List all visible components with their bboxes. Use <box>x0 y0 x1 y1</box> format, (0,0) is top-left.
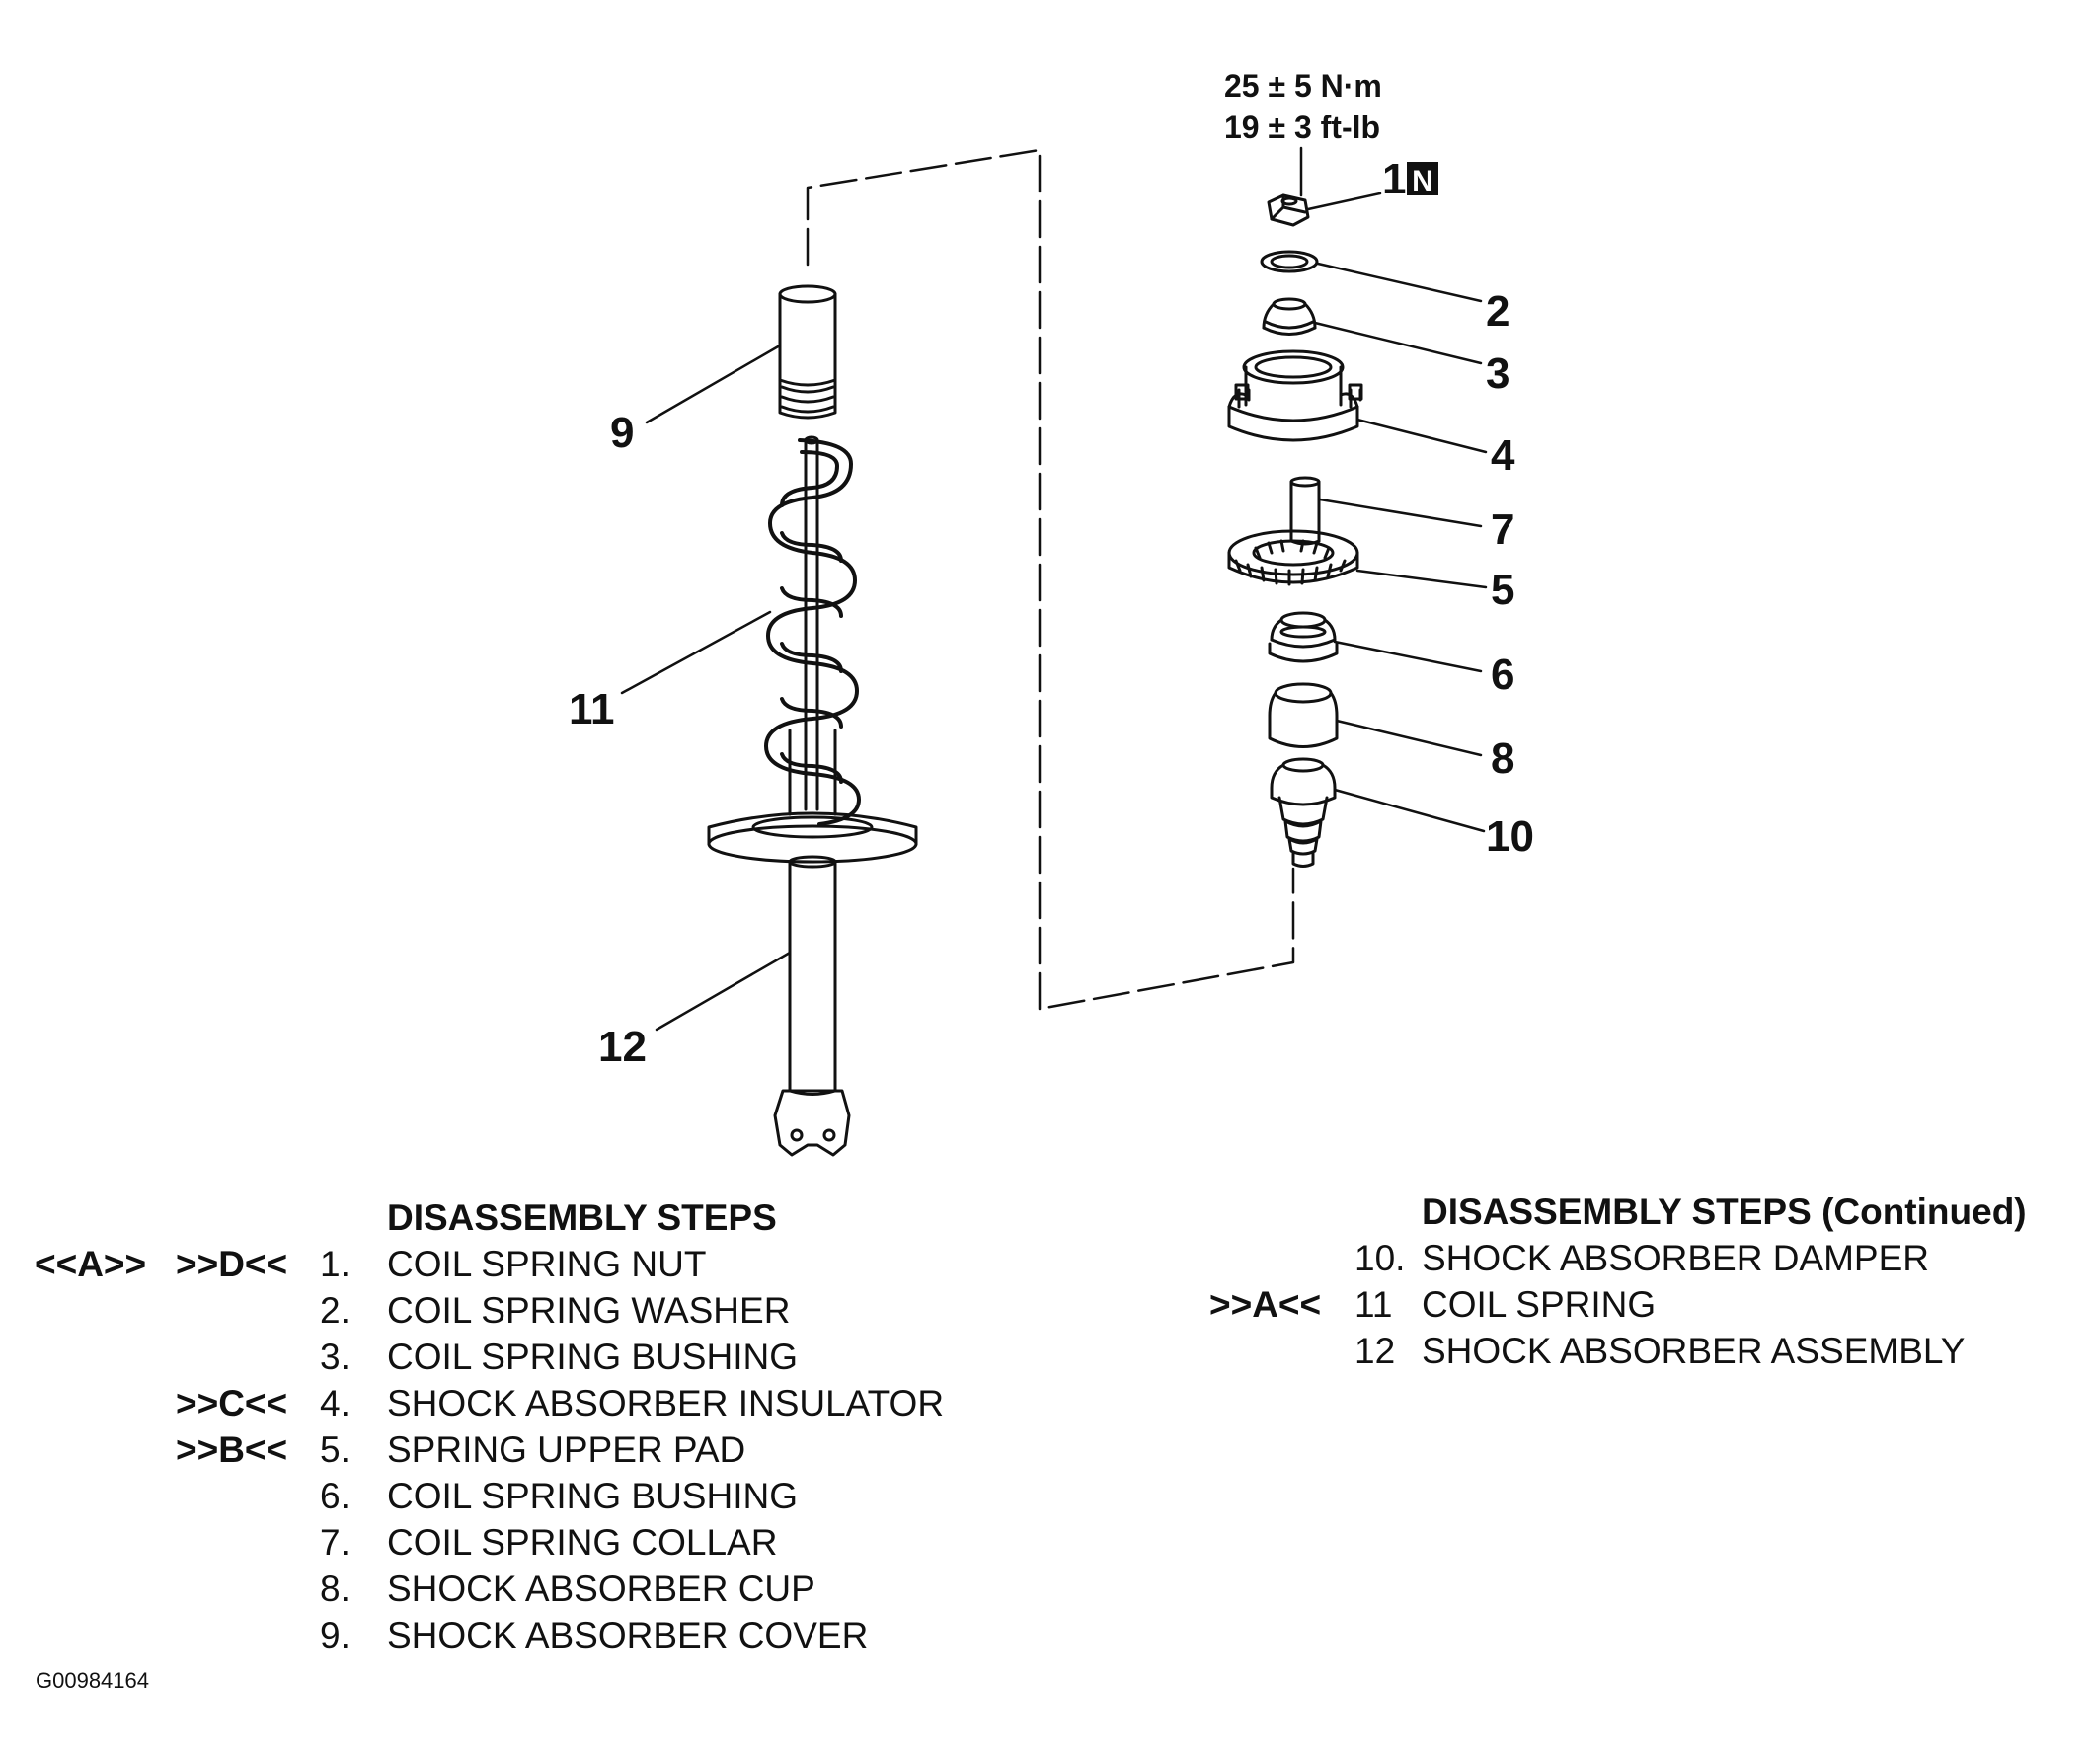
figure-id: G00984164 <box>36 1668 149 1693</box>
callout-2: 2 <box>1486 287 1509 336</box>
callout-5: 5 <box>1491 566 1514 614</box>
step-number: 6. <box>320 1476 350 1516</box>
step-name: SHOCK ABSORBER COVER <box>387 1615 869 1655</box>
callout-7: 7 <box>1491 505 1514 554</box>
step-name: SPRING UPPER PAD <box>387 1429 746 1470</box>
step-number: 1. <box>320 1244 350 1284</box>
step-number: 3. <box>320 1337 350 1377</box>
coil-spring-nut-part <box>1267 193 1310 227</box>
service-ref-a: >>A<< <box>1209 1284 1322 1325</box>
shock-absorber-insulator-part <box>1227 349 1363 442</box>
disassembly-steps-list: DISASSEMBLY STEPS <<A>> >>D<< 1. COIL SP… <box>0 1194 1086 1668</box>
step-name: SHOCK ABSORBER INSULATOR <box>387 1383 945 1423</box>
step-number: 12 <box>1354 1331 1396 1371</box>
step-number: 2. <box>320 1290 350 1331</box>
shock-absorber-cup-part <box>1268 682 1339 748</box>
step-name: SHOCK ABSORBER CUP <box>387 1569 815 1609</box>
step-number: 8. <box>320 1569 350 1609</box>
coil-spring-bushing-lower-part <box>1268 611 1339 663</box>
exploded-view-diagram: 25 ± 5 N·m 19 ± 3 ft-lb 1 N 2 3 4 5 6 7 … <box>569 68 1534 1157</box>
coil-spring-bushing-upper-part <box>1262 297 1317 336</box>
service-ref-d: >>D<< <box>176 1244 288 1284</box>
shock-absorber-assembly-part <box>707 435 918 1157</box>
shock-absorber-damper-part <box>1270 757 1337 868</box>
steps-continued-title: DISASSEMBLY STEPS (Continued) <box>1422 1191 2027 1232</box>
step-name: COIL SPRING <box>1422 1284 1657 1325</box>
step-name: COIL SPRING BUSHING <box>387 1476 798 1516</box>
callout-10: 10 <box>1486 812 1534 861</box>
shock-absorber-cover-part <box>778 284 837 420</box>
step-name: SHOCK ABSORBER DAMPER <box>1422 1238 1930 1278</box>
service-ref-a: <<A>> <box>35 1244 147 1284</box>
step-number: 11 <box>1354 1284 1393 1325</box>
disassembly-steps-continued-list: DISASSEMBLY STEPS (Continued) 10. SHOCK … <box>1086 1189 2089 1386</box>
step-number: 9. <box>320 1615 350 1655</box>
steps-title: DISASSEMBLY STEPS <box>387 1197 777 1238</box>
step-name: SHOCK ABSORBER ASSEMBLY <box>1422 1331 1966 1371</box>
step-name: COIL SPRING COLLAR <box>387 1522 778 1563</box>
torque-imperial: 19 ± 3 ft-lb <box>1224 110 1380 145</box>
callout-4: 4 <box>1491 431 1515 480</box>
callout-12: 12 <box>598 1023 647 1071</box>
spring-upper-pad-part <box>1227 529 1359 586</box>
callout-9: 9 <box>610 409 634 457</box>
assembly-connector-line <box>806 148 1295 1011</box>
coil-spring-part <box>764 438 861 826</box>
torque-metric: 25 ± 5 N·m <box>1224 68 1382 104</box>
leader-lines <box>620 146 1488 1032</box>
step-name: COIL SPRING WASHER <box>387 1290 791 1331</box>
step-number: 7. <box>320 1522 350 1563</box>
service-ref-c: >>C<< <box>176 1383 288 1423</box>
callout-8: 8 <box>1491 734 1514 783</box>
step-name: COIL SPRING NUT <box>387 1244 707 1284</box>
step-number: 5. <box>320 1429 350 1470</box>
callout-1: 1 <box>1382 155 1406 203</box>
service-ref-b: >>B<< <box>176 1429 288 1470</box>
non-reusable-badge-letter: N <box>1412 165 1433 197</box>
step-number: 10. <box>1354 1238 1406 1278</box>
coil-spring-washer-part <box>1260 250 1319 273</box>
callout-11: 11 <box>569 685 615 733</box>
step-number: 4. <box>320 1383 350 1423</box>
callout-3: 3 <box>1486 349 1509 398</box>
coil-spring-collar-part <box>1289 476 1321 546</box>
callout-6: 6 <box>1491 651 1514 699</box>
step-name: COIL SPRING BUSHING <box>387 1337 798 1377</box>
non-reusable-badge <box>1407 162 1438 195</box>
